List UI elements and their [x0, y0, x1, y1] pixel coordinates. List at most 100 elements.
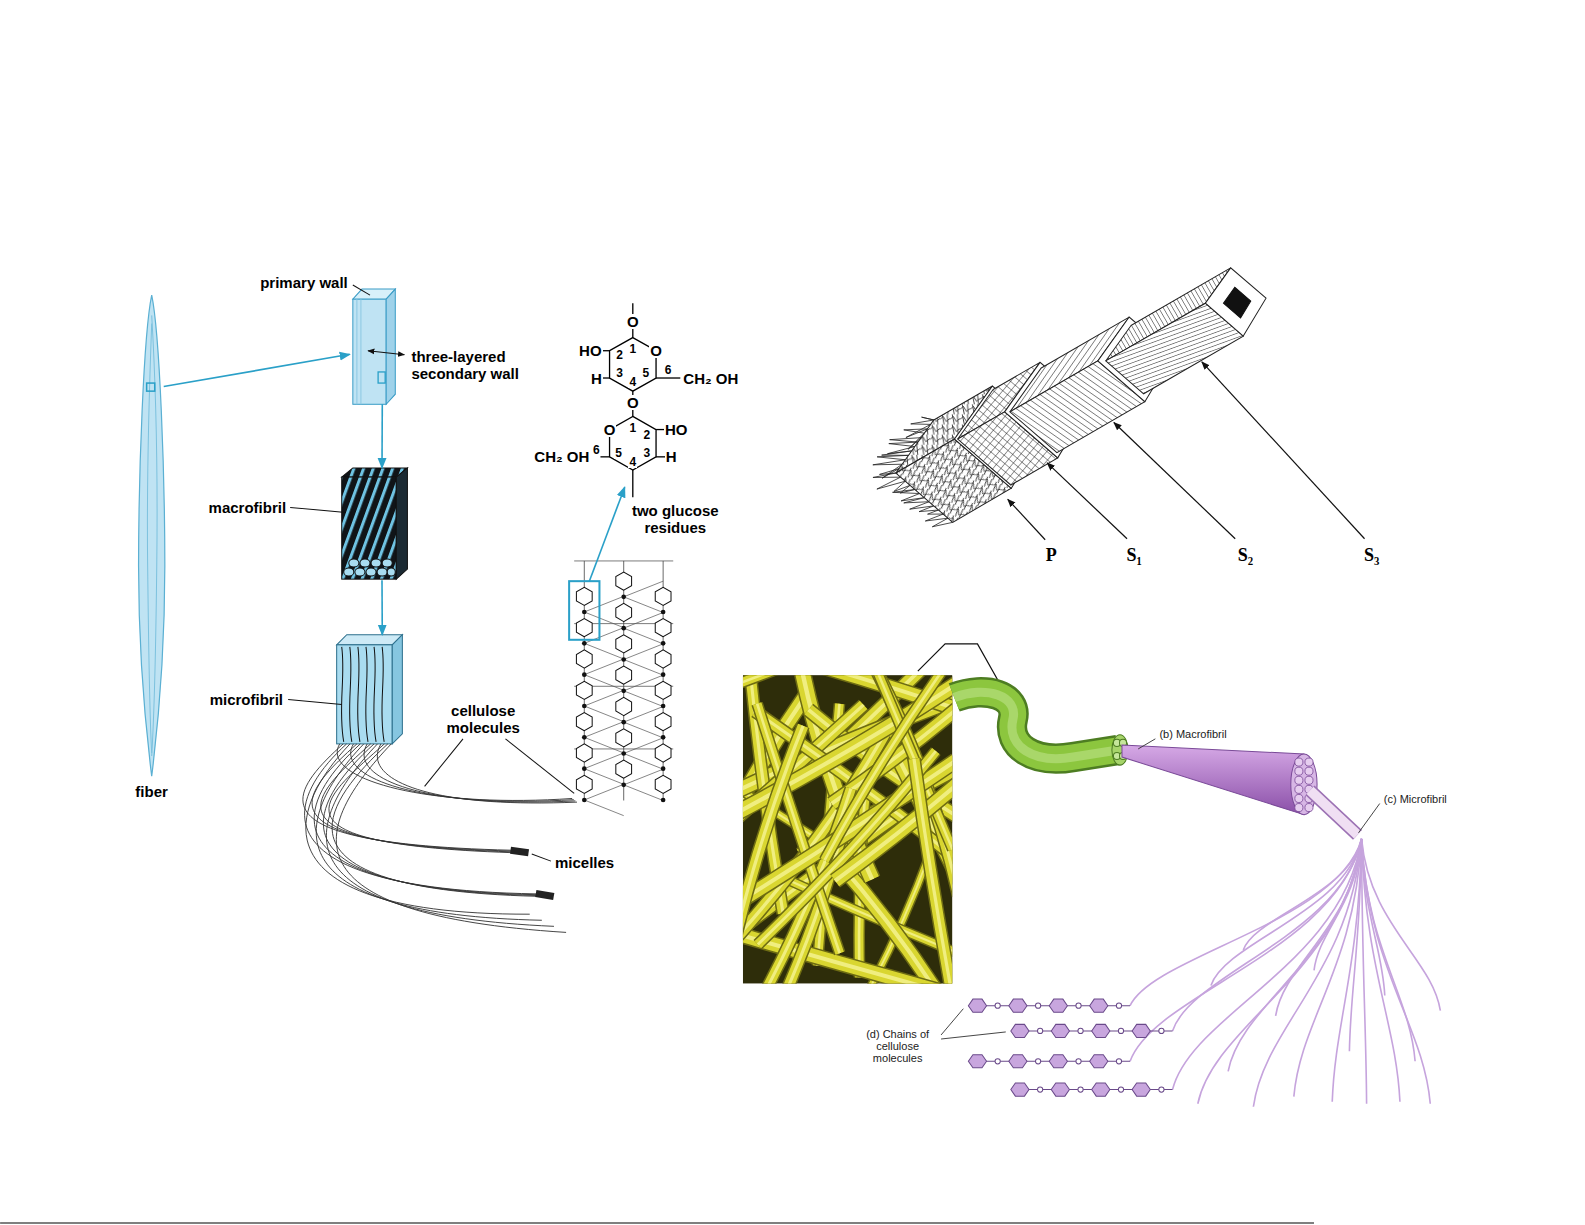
leader-line	[941, 1009, 963, 1035]
highlight-arrow	[589, 487, 624, 581]
cellulose-lattice	[576, 775, 592, 793]
cellulose-chain	[1038, 1028, 1043, 1033]
macrofibril-block-drawing	[396, 468, 407, 579]
macrofibril-cone	[1295, 767, 1303, 775]
carbon-number: 2	[615, 349, 624, 361]
cellulose-chain	[1011, 1024, 1029, 1037]
leader-line	[425, 739, 463, 787]
layer-arrow	[1047, 463, 1127, 539]
atom-label: H	[590, 371, 603, 386]
cellulose-strand	[323, 744, 536, 896]
cellulose-strand	[364, 744, 575, 802]
cellulose-strand	[1349, 839, 1361, 1051]
cellulose-lattice	[616, 603, 632, 621]
carbon-number: 2	[643, 429, 652, 441]
cellulose-chain	[1090, 1055, 1108, 1068]
glucose-structure	[610, 416, 656, 470]
cellulose-lattice	[661, 610, 666, 615]
atom-label: O	[626, 314, 640, 329]
macrofibril-cone	[1122, 745, 1317, 815]
sem-fiber	[914, 759, 952, 984]
sem-photo	[620, 587, 1061, 1088]
macrofibril-cone	[1122, 745, 1304, 815]
cellulose-strand	[377, 744, 577, 803]
cellulose-lattice	[655, 587, 671, 605]
cellulose-lattice	[621, 783, 626, 788]
leader-line	[941, 1032, 1006, 1039]
cellulose-strand	[1173, 839, 1362, 1090]
cellulose-lattice	[582, 735, 587, 740]
cellulose-lattice	[582, 766, 587, 771]
layer-arrow	[1008, 499, 1045, 539]
cellulose-chain	[1078, 1087, 1083, 1092]
cellulose-lattice	[576, 713, 592, 731]
cellulose-lattice	[576, 619, 592, 637]
sem-fiber	[825, 675, 953, 860]
cellulose-lattice	[661, 735, 666, 740]
microfibril-block-drawing	[382, 647, 384, 742]
cellulose-chain	[1009, 1055, 1027, 1068]
cellulose-strand	[1294, 839, 1362, 1097]
group-label: HO	[664, 422, 689, 437]
part-label: cellulose molecules	[433, 702, 534, 736]
cellulose-lattice	[661, 766, 666, 771]
cellulose-strand	[1243, 839, 1361, 950]
carbon-number: 5	[614, 447, 623, 459]
layer-arrow	[1202, 362, 1365, 539]
leader-line	[1138, 739, 1155, 749]
microfibril-block-drawing	[341, 647, 343, 742]
cellulose-lattice	[621, 720, 626, 725]
part-label: macrofibril	[208, 499, 288, 516]
cellulose-lattice	[616, 760, 632, 778]
part-label: (b) Macrofibril	[1158, 728, 1227, 740]
cellulose-lattice	[621, 689, 626, 694]
part-label: microfibril	[209, 691, 284, 708]
cellulose-strand	[1173, 839, 1362, 1031]
microfibril-block-drawing	[349, 647, 351, 742]
leader-line	[532, 854, 551, 861]
atom-label: O	[649, 343, 663, 358]
cellulose-strand	[316, 744, 542, 920]
flow-arrow	[381, 580, 383, 635]
macrofibril-block-drawing	[344, 568, 354, 576]
microfibril-block-drawing	[337, 645, 393, 744]
fiber-tube	[954, 692, 1118, 758]
cellulose-chain	[1118, 1087, 1123, 1092]
layer-arrow	[1114, 422, 1235, 538]
cellulose-lattice	[582, 798, 587, 803]
cellulose-strand	[303, 744, 577, 933]
primary-wall-block-drawing	[386, 289, 395, 404]
sem-fiber	[743, 675, 952, 983]
cellulose-chain	[1049, 999, 1067, 1012]
macrofibril-cone	[1295, 794, 1303, 802]
cellulose-chain	[1049, 1055, 1067, 1068]
cellulose-lattice	[655, 744, 671, 762]
sem-fiber	[743, 726, 803, 977]
layer-label: S₁	[1125, 545, 1142, 566]
macrofibril-cone	[1295, 776, 1303, 784]
cellulose-strand	[1198, 839, 1362, 1104]
cellulose-lattice	[661, 704, 666, 709]
primary-wall-block-drawing	[378, 372, 385, 383]
cellulose-lattice	[621, 595, 626, 600]
part-label: primary wall	[259, 274, 349, 291]
microfibril-block: microfibril	[336, 635, 403, 744]
fiber-drawing	[152, 315, 157, 756]
cellulose-chain	[995, 1003, 1000, 1008]
cellulose-strand	[1362, 839, 1441, 1011]
cellulose-lattice	[661, 641, 666, 646]
cellulose-lattice	[576, 587, 592, 605]
cellulose-chain	[1035, 1003, 1040, 1008]
fiber-tube	[954, 692, 1118, 758]
microfibril-tube	[1310, 790, 1358, 834]
macrofibril-block-drawing	[342, 468, 408, 579]
cellulose-lattice	[621, 751, 626, 756]
carbon-number: 1	[628, 422, 637, 434]
leader-line	[941, 739, 1380, 1039]
macrofibril-block-drawing	[360, 559, 370, 567]
layer-label: S₂	[1237, 545, 1254, 566]
macrofibril-cone	[1305, 767, 1313, 775]
cellulose-lattice	[621, 626, 626, 631]
